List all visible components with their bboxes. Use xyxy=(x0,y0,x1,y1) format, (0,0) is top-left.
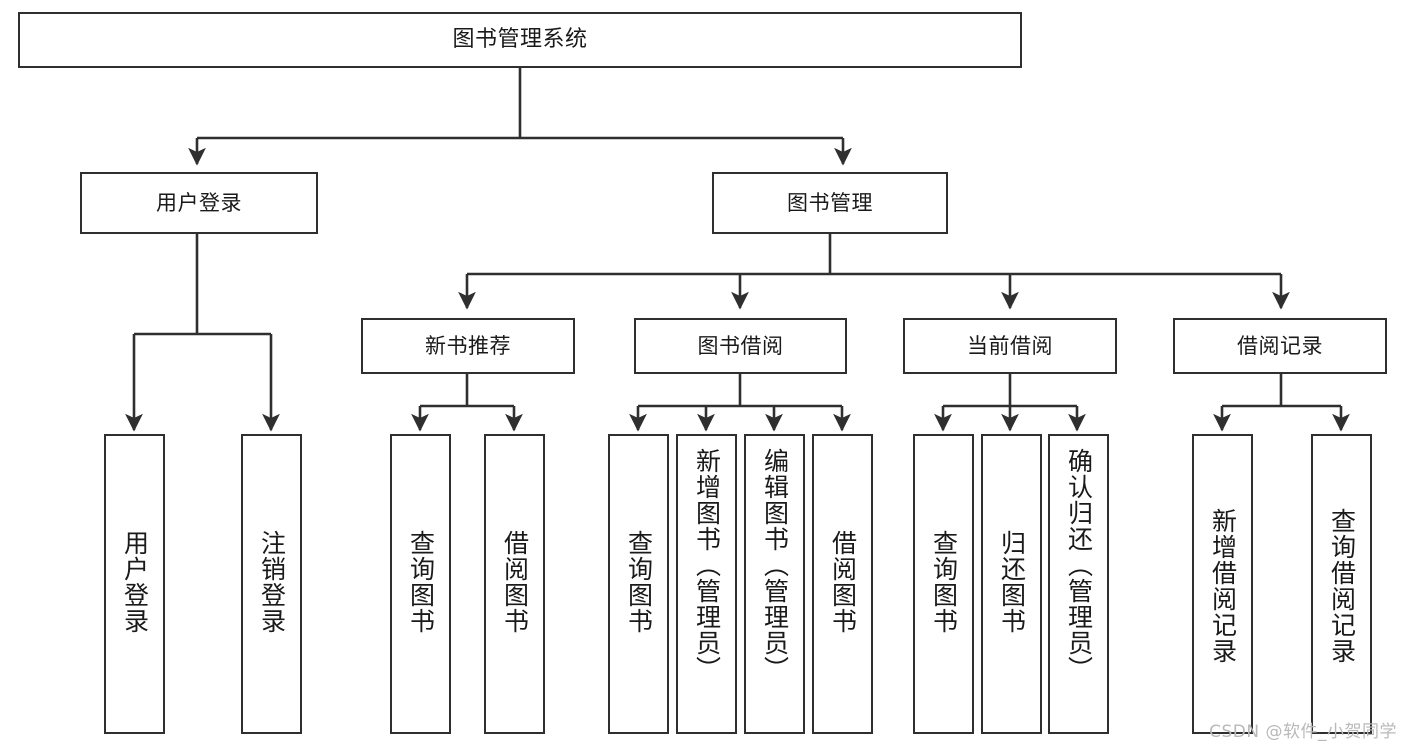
leaf-logout-login[interactable]: 注销登录 xyxy=(241,434,302,734)
node-label: 查询借阅记录 xyxy=(1327,508,1357,664)
leaf-user-login[interactable]: 用户登录 xyxy=(104,434,165,734)
node-label: 新增借阅记录 xyxy=(1208,508,1238,664)
node-book-management[interactable]: 图书管理 xyxy=(712,172,948,234)
node-label: 新书推荐 xyxy=(425,333,511,358)
leaf-confirm-return-admin[interactable]: 确认归还（管理员） xyxy=(1048,434,1109,734)
node-label: 确认归还（管理员） xyxy=(1064,448,1094,682)
node-current-borrow[interactable]: 当前借阅 xyxy=(903,318,1117,374)
node-label: 图书借阅 xyxy=(697,333,784,358)
node-label: 新增图书（管理员） xyxy=(692,448,722,682)
node-borrow-records[interactable]: 借阅记录 xyxy=(1173,318,1387,374)
leaf-borrow-book[interactable]: 借阅图书 xyxy=(812,434,873,734)
node-root-system[interactable]: 图书管理系统 xyxy=(18,12,1022,68)
leaf-edit-book-admin[interactable]: 编辑图书（管理员） xyxy=(744,434,805,734)
node-label: 借阅记录 xyxy=(1237,333,1323,358)
node-label: 借阅图书 xyxy=(500,530,530,634)
leaf-add-borrow-record[interactable]: 新增借阅记录 xyxy=(1192,434,1253,734)
leaf-query-book-borrow[interactable]: 查询图书 xyxy=(608,434,669,734)
node-label: 图书管理 xyxy=(787,190,873,215)
node-label: 借阅图书 xyxy=(828,530,858,634)
node-label: 查询图书 xyxy=(406,530,436,634)
node-label: 编辑图书（管理员） xyxy=(760,448,790,682)
node-book-borrow[interactable]: 图书借阅 xyxy=(634,318,847,374)
node-label: 图书管理系统 xyxy=(452,27,588,53)
node-label: 用户登录 xyxy=(156,190,242,215)
node-label: 当前借阅 xyxy=(967,333,1053,358)
node-user-login[interactable]: 用户登录 xyxy=(80,172,318,234)
node-label: 注销登录 xyxy=(257,530,287,634)
leaf-query-book-recommend[interactable]: 查询图书 xyxy=(390,434,451,734)
node-label: 用户登录 xyxy=(120,530,150,634)
node-label: 查询图书 xyxy=(929,530,959,634)
leaf-add-book-admin[interactable]: 新增图书（管理员） xyxy=(676,434,737,734)
leaf-return-book[interactable]: 归还图书 xyxy=(981,434,1042,734)
leaf-query-borrow-record[interactable]: 查询借阅记录 xyxy=(1311,434,1372,734)
leaf-borrow-book-recommend[interactable]: 借阅图书 xyxy=(484,434,545,734)
node-label: 归还图书 xyxy=(997,530,1027,634)
node-label: 查询图书 xyxy=(624,530,654,634)
csdn-watermark: CSDN @软件_小贺同学 xyxy=(1209,722,1397,742)
node-new-book-recommend[interactable]: 新书推荐 xyxy=(361,318,575,374)
leaf-query-book-current[interactable]: 查询图书 xyxy=(913,434,974,734)
